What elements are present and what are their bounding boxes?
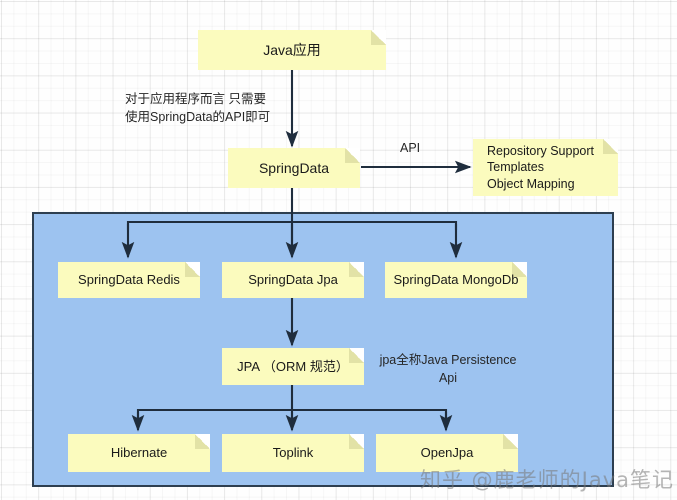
node-repository-support-label: Repository Support Templates Object Mapp… bbox=[487, 143, 595, 191]
node-springdata-mongodb-label: SpringData MongoDb bbox=[393, 272, 519, 288]
node-springdata-jpa[interactable]: SpringData Jpa bbox=[222, 262, 364, 298]
node-spring-data-label: SpringData bbox=[258, 159, 330, 176]
folded-corner-icon bbox=[503, 434, 518, 449]
annotation-app-note: 对于应用程序而言 只需要 使用SpringData的API即可 bbox=[125, 92, 271, 125]
node-springdata-jpa-label: SpringData Jpa bbox=[248, 272, 338, 288]
annotation-api-label: API bbox=[400, 141, 421, 155]
folded-corner-icon bbox=[349, 434, 364, 449]
folded-corner-icon bbox=[371, 30, 386, 45]
folded-corner-icon bbox=[349, 348, 364, 363]
node-jpa-spec-label: JPA （ORM 规范） bbox=[237, 358, 349, 374]
node-toplink-label: Toplink bbox=[272, 445, 314, 461]
node-openjpa[interactable]: OpenJpa bbox=[376, 434, 518, 472]
annotation-jpa-note: jpa全称Java Persistence Api bbox=[379, 353, 517, 386]
node-openjpa-label: OpenJpa bbox=[420, 445, 474, 461]
node-jpa-spec[interactable]: JPA （ORM 规范） bbox=[222, 348, 364, 385]
node-hibernate[interactable]: Hibernate bbox=[68, 434, 210, 472]
folded-corner-icon bbox=[185, 262, 200, 277]
node-springdata-mongodb[interactable]: SpringData MongoDb bbox=[385, 262, 527, 298]
folded-corner-icon bbox=[349, 262, 364, 277]
watermark: 知乎 @鹿老师的Java笔记 bbox=[420, 468, 675, 492]
node-spring-data[interactable]: SpringData bbox=[228, 148, 360, 188]
node-java-app-label: Java应用 bbox=[263, 41, 321, 58]
node-repository-support[interactable]: Repository Support Templates Object Mapp… bbox=[473, 139, 618, 196]
node-toplink[interactable]: Toplink bbox=[222, 434, 364, 472]
folded-corner-icon bbox=[345, 148, 360, 163]
folded-corner-icon bbox=[512, 262, 527, 277]
node-springdata-redis-label: SpringData Redis bbox=[78, 272, 180, 288]
folded-corner-icon bbox=[195, 434, 210, 449]
node-springdata-redis[interactable]: SpringData Redis bbox=[58, 262, 200, 298]
node-hibernate-label: Hibernate bbox=[110, 445, 168, 461]
folded-corner-icon bbox=[603, 139, 618, 154]
node-java-app[interactable]: Java应用 bbox=[198, 30, 386, 70]
